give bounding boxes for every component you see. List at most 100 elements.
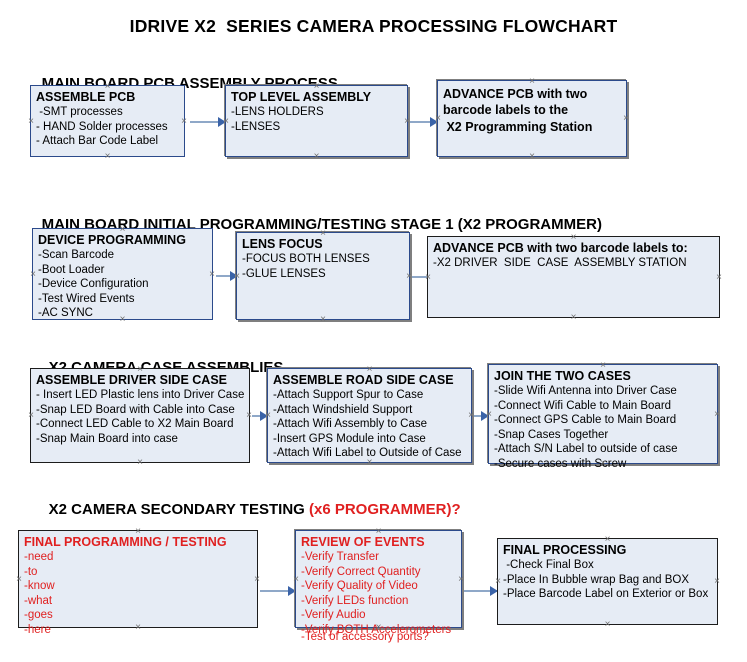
node-line: -Place Barcode Label on Exterior or Box bbox=[503, 588, 709, 600]
connector-arrowhead bbox=[230, 271, 238, 281]
connector-arrowhead bbox=[218, 117, 226, 127]
section-heading-4: X2 CAMERA SECONDARY TESTING (x6 PROGRAMM… bbox=[32, 484, 461, 535]
node-line: -Boot Loader bbox=[38, 263, 105, 276]
node-advance-pcb-programming-station[interactable]: ADVANCE PCB with two barcode labels to t… bbox=[437, 80, 627, 157]
node-line: - Attach Bar Code Label bbox=[36, 135, 159, 147]
connector-1-2 bbox=[410, 116, 438, 127]
node-final-processing-content: FINAL PROCESSING -Check Final Box -Place… bbox=[498, 539, 717, 624]
node-review-of-events-overflow-line: -Test of accessory ports? bbox=[301, 631, 429, 643]
node-advance-pcb-programming-station-content: ADVANCE PCB with two barcode labels to t… bbox=[438, 81, 626, 156]
node-review-of-events-content: REVIEW OF EVENTS -Verify Transfer -Verif… bbox=[296, 531, 461, 636]
connector-shaft bbox=[190, 121, 226, 123]
node-line: -Snap Main Board into case bbox=[36, 432, 178, 445]
node-device-programming-content: DEVICE PROGRAMMING -Scan Barcode -Boot L… bbox=[33, 229, 212, 319]
node-final-processing[interactable]: FINAL PROCESSING -Check Final Box -Place… bbox=[497, 538, 718, 625]
node-lens-focus-content: LENS FOCUS -FOCUS BOTH LENSES -GLUE LENS… bbox=[237, 233, 409, 319]
node-line: X2 Programming Station bbox=[443, 120, 593, 134]
node-line: -goes bbox=[24, 609, 53, 621]
page-title: IDRIVE X2 SERIES CAMERA PROCESSING FLOWC… bbox=[129, 16, 618, 36]
node-line: barcode labels to the bbox=[443, 103, 569, 117]
node-line: -Connect GPS Cable to Main Board bbox=[494, 414, 677, 426]
node-top-level-assembly-content: TOP LEVEL ASSEMBLY -LENS HOLDERS -LENSES bbox=[226, 86, 407, 156]
node-title: FINAL PROGRAMMING / TESTING bbox=[24, 535, 227, 549]
node-title: ASSEMBLE ROAD SIDE CASE bbox=[273, 373, 454, 387]
node-final-programming-testing[interactable]: FINAL PROGRAMMING / TESTING -need -to -k… bbox=[18, 530, 258, 636]
node-line: -Connect LED Cable to X2 Main Board bbox=[36, 418, 234, 430]
node-line: -Verify Quality of Video bbox=[301, 580, 418, 592]
node-device-programming[interactable]: DEVICE PROGRAMMING -Scan Barcode -Boot L… bbox=[32, 228, 213, 320]
node-assemble-driver-side-case-content: ASSEMBLE DRIVER SIDE CASE - Insert LED P… bbox=[31, 369, 249, 462]
node-line: -Snap LED Board with Cable into Case bbox=[36, 403, 235, 416]
connector-arrowhead bbox=[481, 411, 489, 421]
node-title: JOIN THE TWO CASES bbox=[494, 369, 631, 383]
node-title: LENS FOCUS bbox=[242, 237, 323, 251]
node-advance-pcb-driver-side-content: ADVANCE PCB with two barcode labels to: … bbox=[428, 237, 719, 317]
node-review-of-events[interactable]: REVIEW OF EVENTS -Verify Transfer -Verif… bbox=[295, 530, 462, 643]
node-line: -GLUE LENSES bbox=[242, 267, 326, 280]
node-title: ASSEMBLE PCB bbox=[36, 90, 136, 104]
section-heading-4-accent: (x6 PROGRAMMER)? bbox=[308, 501, 461, 518]
node-line: -Connect Wifi Cable to Main Board bbox=[494, 399, 672, 412]
connector-2-1 bbox=[216, 270, 238, 281]
node-title: FINAL PROCESSING bbox=[503, 543, 627, 557]
node-line: -Slide Wifi Antenna into Driver Case bbox=[494, 385, 677, 397]
node-line: -Verify BOTH Accelerometers bbox=[301, 623, 452, 636]
node-top-level-assembly[interactable]: TOP LEVEL ASSEMBLY -LENS HOLDERS -LENSES bbox=[225, 85, 408, 157]
node-lens-focus[interactable]: LENS FOCUS -FOCUS BOTH LENSES -GLUE LENS… bbox=[236, 232, 410, 320]
connector-3-2 bbox=[474, 410, 489, 421]
node-line: -to bbox=[24, 565, 38, 578]
node-line: -Secure cases with Screw bbox=[494, 457, 627, 470]
node-line: -Test Wired Events bbox=[38, 292, 135, 305]
node-line: -Snap Cases Together bbox=[494, 428, 609, 441]
node-title: REVIEW OF EVENTS bbox=[301, 535, 425, 549]
connector-arrowhead bbox=[260, 411, 268, 421]
node-line: -Scan Barcode bbox=[38, 249, 115, 261]
node-assemble-driver-side-case[interactable]: ASSEMBLE DRIVER SIDE CASE - Insert LED P… bbox=[30, 368, 250, 463]
node-line: -Verify Transfer bbox=[301, 551, 379, 563]
node-line: -know bbox=[24, 580, 55, 592]
node-line: -Check Final Box bbox=[503, 559, 594, 571]
node-line: -Attach S/N Label to outside of case bbox=[494, 443, 678, 455]
node-line: -Verify Correct Quantity bbox=[301, 565, 421, 578]
connector-shaft bbox=[412, 276, 436, 278]
node-join-the-two-cases[interactable]: JOIN THE TWO CASES -Slide Wifi Antenna i… bbox=[488, 364, 718, 470]
connector-shaft bbox=[216, 275, 238, 277]
node-line: -Device Configuration bbox=[38, 278, 149, 290]
connector-1-1 bbox=[190, 116, 226, 127]
node-line: -Insert GPS Module into Case bbox=[273, 432, 426, 445]
node-line: -LENS HOLDERS bbox=[231, 106, 324, 118]
node-title: ADVANCE PCB with two barcode labels to: bbox=[433, 241, 688, 255]
node-join-the-two-cases-content: JOIN THE TWO CASES -Slide Wifi Antenna i… bbox=[489, 365, 717, 470]
node-line: -SMT processes bbox=[36, 106, 123, 118]
node-line: -Attach Wifi Assembly to Case bbox=[273, 418, 428, 430]
node-title: ADVANCE PCB with two bbox=[443, 87, 588, 101]
connector-4-2 bbox=[464, 585, 498, 596]
node-line: -LENSES bbox=[231, 120, 281, 133]
node-line: - HAND Solder processes bbox=[36, 120, 168, 133]
node-line: -Place In Bubble wrap Bag and BOX bbox=[503, 573, 690, 586]
connector-shaft bbox=[260, 590, 296, 592]
node-line: -Attach Wifi Label to Outside of Case bbox=[273, 447, 462, 459]
node-title: DEVICE PROGRAMMING bbox=[38, 233, 186, 247]
node-assemble-pcb-content: ASSEMBLE PCB -SMT processes - HAND Solde… bbox=[31, 86, 184, 156]
node-title: ASSEMBLE DRIVER SIDE CASE bbox=[36, 373, 228, 387]
node-line: -here bbox=[24, 623, 51, 636]
section-heading-4-label: X2 CAMERA SECONDARY TESTING bbox=[48, 501, 309, 518]
connector-arrowhead bbox=[430, 117, 438, 127]
connector-3-1 bbox=[252, 410, 268, 421]
node-line: -Attach Windshield Support bbox=[273, 403, 413, 416]
node-assemble-pcb[interactable]: ASSEMBLE PCB -SMT processes - HAND Solde… bbox=[30, 85, 185, 157]
node-line: -Attach Support Spur to Case bbox=[273, 389, 424, 401]
connector-arrowhead bbox=[490, 586, 498, 596]
connector-4-1 bbox=[260, 585, 296, 596]
node-line: -what bbox=[24, 594, 53, 607]
node-final-programming-testing-content: FINAL PROGRAMMING / TESTING -need -to -k… bbox=[19, 531, 257, 636]
node-line: -X2 DRIVER SIDE CASE ASSEMBLY STATION bbox=[433, 257, 687, 269]
node-advance-pcb-driver-side[interactable]: ADVANCE PCB with two barcode labels to: … bbox=[427, 236, 720, 318]
connector-shaft bbox=[410, 121, 438, 123]
node-assemble-road-side-case-content: ASSEMBLE ROAD SIDE CASE -Attach Support … bbox=[268, 369, 471, 462]
node-line: - Insert LED Plastic lens into Driver Ca… bbox=[36, 389, 245, 401]
node-assemble-road-side-case[interactable]: ASSEMBLE ROAD SIDE CASE -Attach Support … bbox=[267, 368, 472, 463]
node-line: -Verify LEDs function bbox=[301, 594, 409, 607]
